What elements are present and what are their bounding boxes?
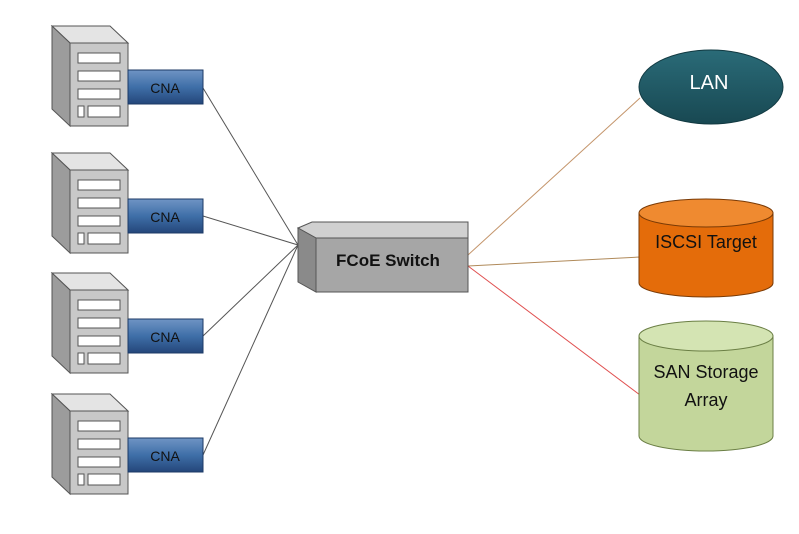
link-iscsi	[467, 256, 641, 267]
lan-label: LAN	[690, 72, 729, 94]
server-2: CNA	[50, 151, 204, 255]
cna-adapter: CNA	[127, 69, 204, 105]
san-label-line2: Array	[684, 390, 727, 410]
lan-node: LAN	[638, 49, 784, 125]
server-tower-icon	[50, 392, 130, 496]
switch-left-face	[297, 227, 317, 293]
link-server-2	[202, 215, 299, 246]
link-lan	[467, 97, 641, 256]
cna-adapter: CNA	[127, 198, 204, 234]
link-server-3	[202, 244, 299, 337]
server-4: CNA	[50, 392, 204, 496]
san-storage-array: SAN Storage Array	[638, 320, 774, 452]
switch-top-face	[296, 221, 469, 239]
server-1: CNA	[50, 24, 204, 128]
server-links	[202, 87, 299, 456]
cna-label: CNA	[150, 80, 180, 96]
iscsi-target: ISCSI Target	[638, 198, 774, 298]
cna-label: CNA	[150, 448, 180, 464]
link-server-4	[202, 244, 299, 456]
link-server-1	[202, 87, 299, 246]
cna-adapter: CNA	[127, 437, 204, 473]
server-tower-icon	[50, 271, 130, 375]
iscsi-cylinder-body	[638, 212, 774, 298]
link-san	[467, 265, 641, 396]
server-3: CNA	[50, 271, 204, 375]
san-cylinder-top	[638, 320, 774, 352]
cna-label: CNA	[150, 209, 180, 225]
fcoe-switch: FCoE Switch	[296, 221, 469, 293]
iscsi-cylinder-top	[638, 198, 774, 228]
cna-adapter: CNA	[127, 318, 204, 354]
server-tower-icon	[50, 24, 130, 128]
target-links	[467, 97, 641, 396]
san-cylinder-body	[638, 335, 774, 452]
iscsi-label: ISCSI Target	[655, 232, 757, 252]
server-tower-icon	[50, 151, 130, 255]
cna-label: CNA	[150, 329, 180, 345]
san-label-line1: SAN Storage	[653, 362, 758, 382]
switch-label: FCoE Switch	[336, 251, 440, 270]
lan-ellipse	[638, 49, 784, 125]
switch-front-face	[315, 237, 469, 293]
